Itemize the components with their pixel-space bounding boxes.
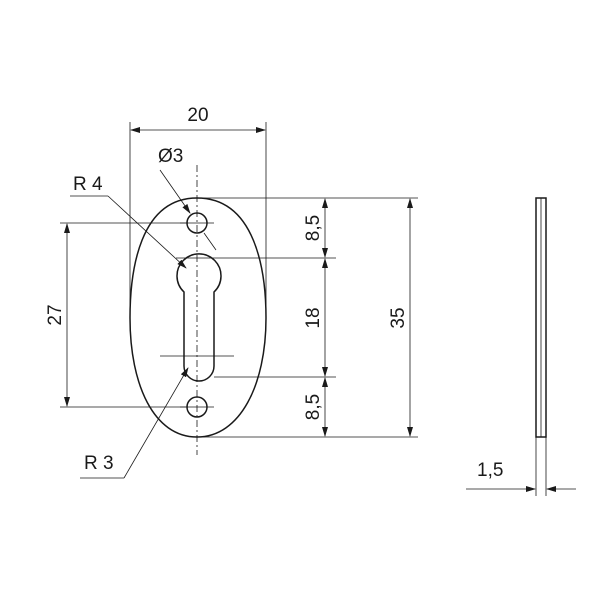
total-height-label: 35: [388, 307, 409, 328]
keyhole-radius-leader: [107, 195, 187, 269]
width-label: 20: [187, 105, 208, 126]
offset-bottom-label: 8,5: [303, 394, 324, 420]
thickness-label: 1,5: [477, 460, 503, 481]
plate-outline: [129, 197, 267, 438]
hole-diameter-leader: [159, 169, 191, 214]
keyhole-cutout: [176, 253, 222, 382]
slot-length-label: 18: [303, 307, 324, 328]
spacing-label: 27: [45, 304, 66, 325]
offset-top-label: 8,5: [303, 215, 324, 241]
hole-diameter-label: Ø3: [158, 146, 183, 167]
slot-radius-leader: [123, 367, 189, 479]
hole-diameter-leader-tail: [203, 232, 217, 251]
keyhole-radius-label: R 4: [73, 174, 103, 195]
slot-radius-label: R 3: [84, 453, 114, 474]
